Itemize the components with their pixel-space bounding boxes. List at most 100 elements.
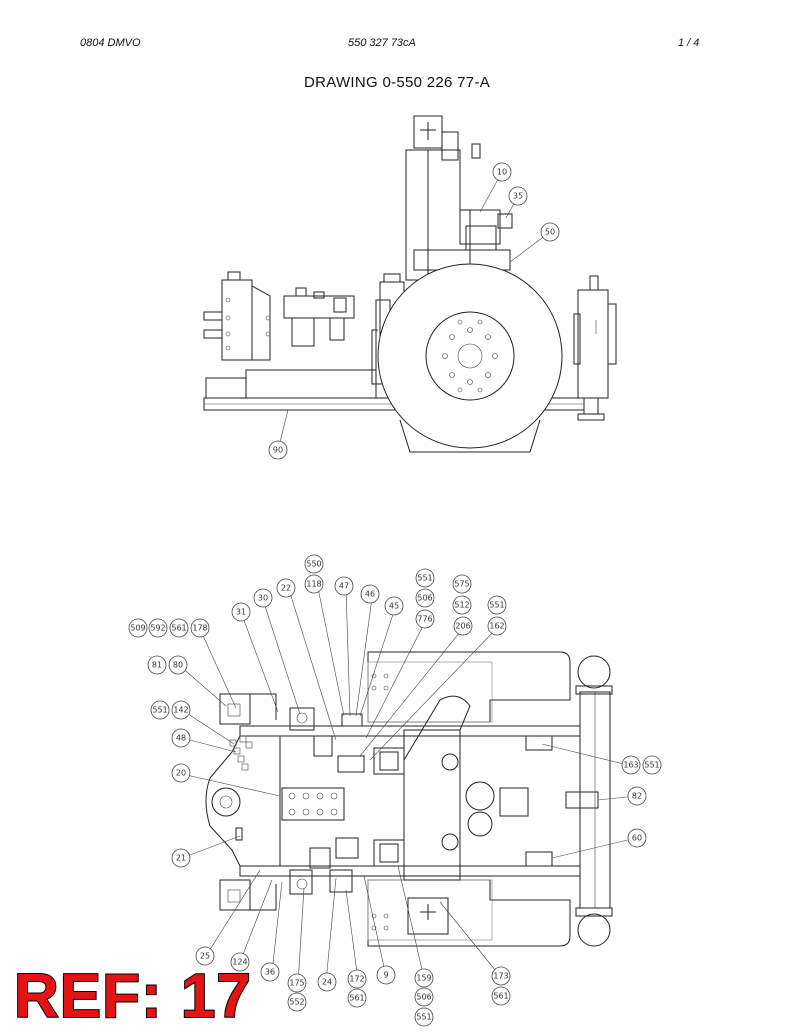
callout-bubble: 561	[347, 988, 367, 1008]
svg-text:90: 90	[273, 446, 283, 455]
svg-text:561: 561	[349, 994, 364, 1003]
callout-bubble: 24	[317, 972, 337, 992]
svg-text:22: 22	[281, 584, 291, 593]
svg-text:163: 163	[623, 761, 638, 770]
svg-text:561: 561	[493, 992, 508, 1001]
svg-text:46: 46	[365, 590, 375, 599]
callout-bubble: 31	[231, 602, 251, 622]
callout-bubble: 552	[287, 992, 307, 1012]
callout-bubble: 551	[415, 568, 435, 588]
svg-text:575: 575	[454, 580, 469, 589]
callout-bubble: 46	[360, 584, 380, 604]
svg-text:506: 506	[416, 993, 431, 1002]
callout-bubble: 10	[492, 162, 512, 182]
callout-bubble: 163	[621, 755, 641, 775]
top-view-drawing	[205, 651, 613, 947]
svg-text:550: 550	[306, 560, 321, 569]
callout-bubble: 9	[376, 965, 396, 985]
top-view-leaders	[179, 587, 637, 985]
callout-bubble: 173	[491, 966, 511, 986]
svg-text:21: 21	[176, 854, 186, 863]
svg-text:206: 206	[455, 622, 470, 631]
svg-text:552: 552	[289, 998, 304, 1007]
svg-text:81: 81	[152, 661, 162, 670]
callout-bubble: 124	[230, 952, 250, 972]
svg-text:118: 118	[306, 580, 321, 589]
svg-text:172: 172	[349, 975, 364, 984]
svg-text:551: 551	[416, 1013, 431, 1022]
svg-text:551: 551	[417, 574, 432, 583]
callout-bubble: 142	[171, 700, 191, 720]
svg-text:592: 592	[150, 624, 165, 633]
callout-bubble: 118	[304, 574, 324, 594]
svg-text:551: 551	[489, 601, 504, 610]
callout-bubble: 550	[304, 554, 324, 574]
callout-bubble: 22	[276, 578, 296, 598]
side-view-drawing	[203, 115, 617, 453]
header-page-number: 1 / 4	[678, 37, 700, 49]
callout-bubble: 47	[334, 576, 354, 596]
svg-text:35: 35	[513, 192, 523, 201]
svg-text:142: 142	[173, 706, 188, 715]
svg-text:80: 80	[173, 661, 183, 670]
svg-text:31: 31	[236, 608, 246, 617]
callout-bubble: 509	[128, 618, 148, 638]
callout-bubble: 575	[452, 574, 472, 594]
svg-text:509: 509	[130, 624, 145, 633]
callout-bubble: 82	[627, 786, 647, 806]
svg-text:506: 506	[417, 594, 432, 603]
svg-text:175: 175	[289, 979, 304, 988]
svg-text:50: 50	[545, 228, 555, 237]
callout-bubble: 25	[195, 946, 215, 966]
header-part-number: 550 327 73cA	[348, 37, 416, 49]
callout-bubble: 21	[171, 848, 191, 868]
svg-text:9: 9	[383, 971, 388, 980]
callout-bubble: 35	[508, 186, 528, 206]
svg-text:36: 36	[265, 968, 275, 977]
svg-text:776: 776	[417, 615, 432, 624]
callout-bubble: 561	[491, 986, 511, 1006]
svg-text:45: 45	[389, 602, 399, 611]
callout-bubble: 206	[453, 616, 473, 636]
callout-bubble: 48	[171, 728, 191, 748]
svg-text:82: 82	[632, 792, 642, 801]
svg-text:512: 512	[454, 601, 469, 610]
callout-bubble: 175	[287, 973, 307, 993]
callout-bubble: 506	[415, 588, 435, 608]
svg-text:124: 124	[232, 958, 247, 967]
callout-bubble: 551	[414, 1007, 434, 1027]
drawing-title: DRAWING 0-550 226 77-A	[303, 74, 491, 91]
callout-bubble: 178	[190, 618, 210, 638]
svg-text:561: 561	[171, 624, 186, 633]
svg-text:10: 10	[497, 168, 507, 177]
svg-text:551: 551	[152, 706, 167, 715]
callout-bubble: 20	[171, 763, 191, 783]
reference-stamp: REF: 17	[13, 962, 252, 1031]
callout-bubble: 512	[452, 595, 472, 615]
callout-bubble: 50	[540, 222, 560, 242]
callout-bubble: 551	[150, 700, 170, 720]
top-view-callouts: 550 118 22 47 46 45 551 575 506 512 551 …	[128, 554, 662, 1027]
svg-text:24: 24	[322, 978, 332, 987]
svg-text:60: 60	[632, 834, 642, 843]
callout-bubble: 172	[347, 969, 367, 989]
svg-text:162: 162	[489, 622, 504, 631]
callout-bubble: 30	[253, 588, 273, 608]
svg-text:551: 551	[644, 761, 659, 770]
svg-text:48: 48	[176, 734, 186, 743]
svg-text:159: 159	[416, 974, 431, 983]
callout-bubble: 159	[414, 968, 434, 988]
callout-bubble: 551	[487, 595, 507, 615]
svg-text:30: 30	[258, 594, 268, 603]
svg-text:20: 20	[176, 769, 186, 778]
callout-bubble: 60	[627, 828, 647, 848]
callout-bubble: 561	[169, 618, 189, 638]
callout-bubble: 80	[168, 655, 188, 675]
svg-text:47: 47	[339, 582, 349, 591]
svg-text:178: 178	[192, 624, 207, 633]
callout-bubble: 90	[268, 440, 288, 460]
header-doc-code: 0804 DMVO	[80, 37, 141, 49]
callout-bubble: 81	[147, 655, 167, 675]
callout-bubble: 506	[414, 987, 434, 1007]
